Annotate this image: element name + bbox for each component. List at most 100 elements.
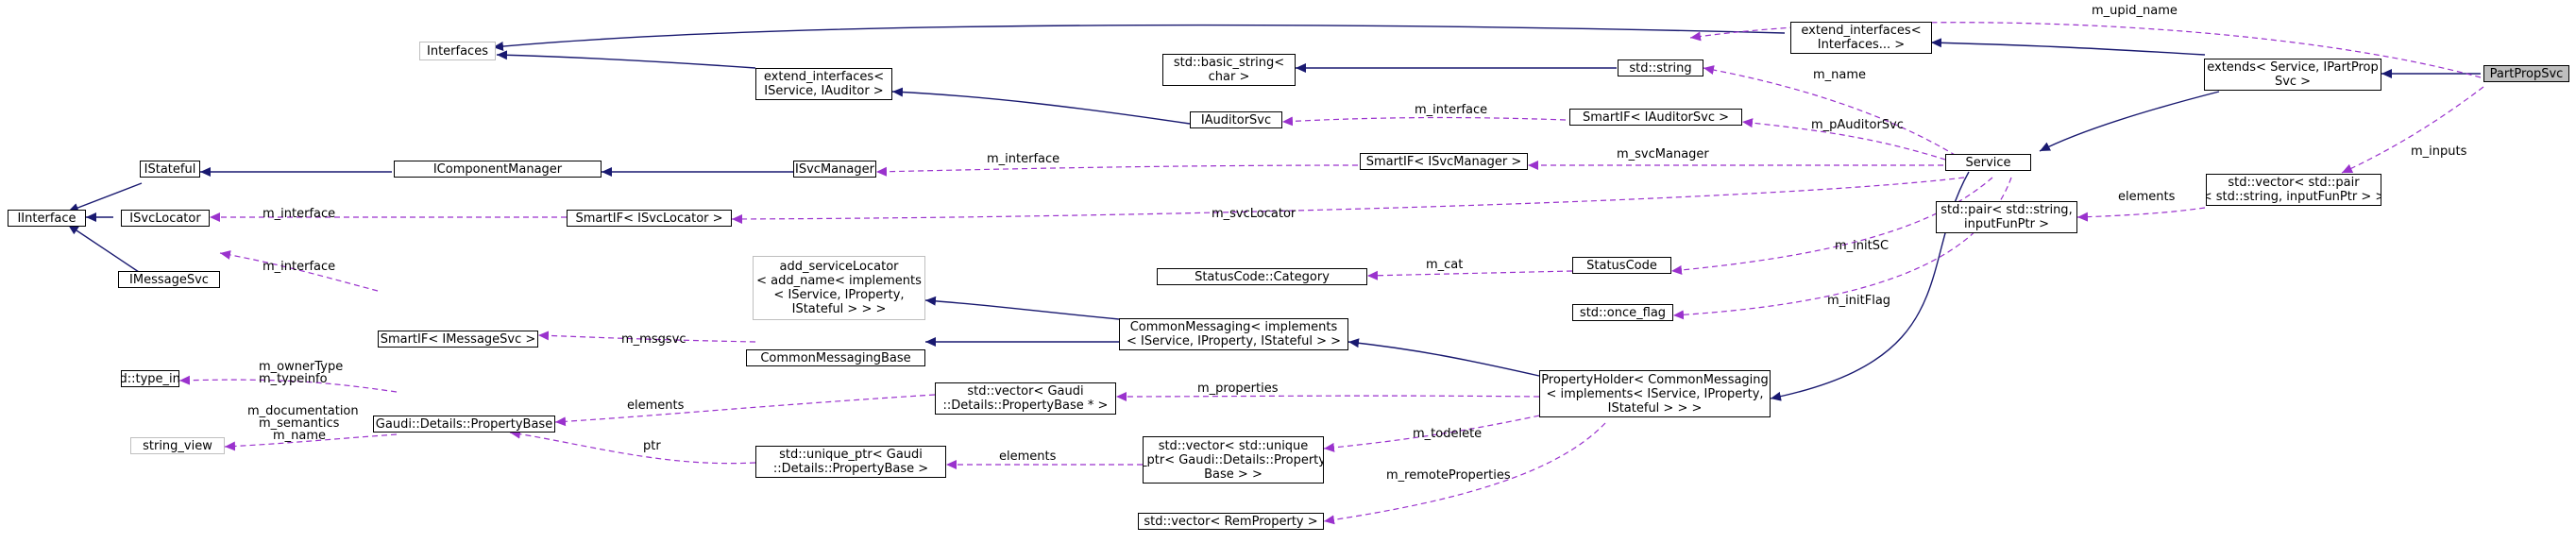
node-label-line: ::Details::PropertyBase > xyxy=(772,462,929,476)
node-label-line: < IService, IProperty, xyxy=(773,288,905,302)
edge-m-todelete xyxy=(1323,413,1550,452)
node-iauditorsvc[interactable]: IAuditorSvc xyxy=(1190,111,1282,128)
edge-elements-pb xyxy=(554,394,936,427)
edge-extends-service xyxy=(2039,91,2220,152)
node-label-line: Interfaces xyxy=(427,43,488,59)
node-label-line: IMessageSvc xyxy=(129,272,209,287)
label-m-initsc: m_initSC xyxy=(1835,239,1890,253)
node-once-flag[interactable]: std::once_flag xyxy=(1572,304,1673,321)
edge-imessagesvc-iinterface xyxy=(67,224,143,275)
node-label-line: SmartIF< IAuditorSvc > xyxy=(1582,110,1729,125)
node-isvclocator[interactable]: ISvcLocator xyxy=(121,210,210,227)
label-m-svcmanager: m_svcManager xyxy=(1617,147,1709,161)
edge-m-interface-auditor xyxy=(1281,116,1567,127)
node-label-line: SmartIF< IMessageSvc > xyxy=(380,331,536,347)
label-m-documentation: m_documentation xyxy=(247,404,359,418)
node-iinterface[interactable]: IInterface xyxy=(8,210,86,227)
node-smartif-imessagesvc[interactable]: SmartIF< IMessageSvc > xyxy=(378,331,538,348)
node-label-line: std::string xyxy=(1629,60,1692,76)
label-m-inputs: m_inputs xyxy=(2411,144,2467,159)
node-vector-pair[interactable]: std::vector< std::pair< std::string, inp… xyxy=(2206,174,2381,206)
edge-m-cat xyxy=(1366,270,1573,280)
node-partpropsvc[interactable]: PartPropSvc xyxy=(2483,65,2569,82)
node-istateful[interactable]: IStateful xyxy=(140,161,200,178)
node-label-line: std::vector< std::unique xyxy=(1158,438,1309,453)
node-statuscode-category[interactable]: StatusCode::Category xyxy=(1157,268,1367,285)
node-pair[interactable]: std::pair< std::string,inputFunPtr > xyxy=(1936,201,2077,233)
node-type-info[interactable]: std::type_info xyxy=(121,370,179,387)
node-propertybase[interactable]: Gaudi::Details::PropertyBase xyxy=(373,416,555,433)
usage-edges xyxy=(178,22,2484,525)
node-label-line: PropertyHolder< CommonMessaging xyxy=(1541,372,1769,387)
node-propertyholder[interactable]: PropertyHolder< CommonMessaging< impleme… xyxy=(1539,370,1771,417)
node-isvcmanager[interactable]: ISvcManager xyxy=(793,161,876,178)
edge-m-msgsvc xyxy=(537,331,756,343)
label-m-name-pb: m_name xyxy=(273,429,327,443)
node-label-line: extends< Service, IPartProp xyxy=(2207,60,2379,75)
node-service[interactable]: Service xyxy=(1945,154,2031,171)
node-label-line: std::once_flag xyxy=(1579,305,1667,320)
node-vector-remproperty[interactable]: std::vector< RemProperty > xyxy=(1138,513,1324,530)
node-statuscode[interactable]: StatusCode xyxy=(1572,257,1671,274)
node-label-line: add_serviceLocator xyxy=(779,260,899,274)
node-label-line: inputFunPtr > xyxy=(1964,217,2049,231)
node-interfaces[interactable]: Interfaces xyxy=(419,42,496,60)
node-label-line: SmartIF< ISvcManager > xyxy=(1365,154,1522,169)
node-label-line: std::pair< std::string, xyxy=(1940,203,2073,217)
edge-inputs xyxy=(2341,86,2484,174)
edge-ptr xyxy=(509,429,756,465)
node-commonmessaging[interactable]: CommonMessaging< implements< IService, I… xyxy=(1119,318,1348,350)
edge-m-interface-svcmanager xyxy=(875,164,1359,177)
label-elements-unique: elements xyxy=(999,450,1057,464)
label-m-interface-auditor: m_interface xyxy=(1415,103,1488,117)
edge-extisvc-interfaces xyxy=(496,50,756,69)
node-label-line: char > xyxy=(1208,70,1250,84)
node-smartif-isvcmanager[interactable]: SmartIF< ISvcManager > xyxy=(1360,153,1528,170)
node-label-line: std::vector< Gaudi xyxy=(967,384,1084,399)
node-label-line: IInterface xyxy=(17,211,76,226)
node-label-line: std::type_info xyxy=(122,371,179,386)
node-commonmessagingbase[interactable]: CommonMessagingBase xyxy=(746,349,925,366)
node-label-line: PartPropSvc xyxy=(2489,66,2564,81)
node-smartif-isvclocator[interactable]: SmartIF< ISvcLocator > xyxy=(567,210,732,227)
node-unique-ptr-propertybase[interactable]: std::unique_ptr< Gaudi::Details::Propert… xyxy=(755,446,946,478)
node-label-line: < implements< IService, IProperty, xyxy=(1546,386,1764,401)
label-ptr: ptr xyxy=(643,439,661,453)
label-m-typeinfo: m_typeinfo xyxy=(259,372,328,386)
node-extend-interfaces-variadic[interactable]: extend_interfaces<Interfaces... > xyxy=(1790,22,1932,54)
node-basic-string[interactable]: std::basic_string<char > xyxy=(1162,54,1296,86)
node-label-line: IAuditorSvc xyxy=(1200,112,1272,127)
node-string-view[interactable]: string_view xyxy=(130,437,225,454)
label-m-pauditorsvc: m_pAuditorSvc xyxy=(1811,118,1904,132)
label-m-svclocator: m_svcLocator xyxy=(1212,207,1296,221)
label-m-todelete: m_todelete xyxy=(1413,427,1483,441)
node-imessagesvc[interactable]: IMessageSvc xyxy=(118,271,220,288)
node-vector-unique-ptr[interactable]: std::vector< std::unique_ptr< Gaudi::Det… xyxy=(1143,436,1324,484)
label-elements-pair: elements xyxy=(2118,190,2176,204)
node-label-line: Gaudi::Details::PropertyBase xyxy=(375,416,553,432)
node-label-line: IStateful > > > xyxy=(791,302,887,316)
edge-m-name xyxy=(1703,65,1965,161)
node-label-line: IStateful xyxy=(144,161,196,177)
edge-m-properties xyxy=(1115,391,1540,401)
node-label-line: Base > > xyxy=(1204,467,1263,482)
node-label-line: StatusCode xyxy=(1586,258,1657,273)
edge-propertyholder-commonmessaging xyxy=(1347,338,1540,377)
node-smartif-iauditorsvc[interactable]: SmartIF< IAuditorSvc > xyxy=(1569,109,1742,126)
node-icomponentmanager[interactable]: IComponentManager xyxy=(394,161,602,178)
edge-m-documentation xyxy=(224,433,398,451)
node-label-line: IService, IAuditor > xyxy=(764,84,884,98)
label-elements-propertybase: elements xyxy=(627,399,685,413)
label-m-interface-svclocator: m_interface xyxy=(263,207,336,221)
node-label-line: _ptr< Gaudi::Details::Property xyxy=(1143,452,1324,467)
node-label-line: SmartIF< ISvcLocator > xyxy=(575,211,723,226)
node-extend-interfaces-isvc[interactable]: extend_interfaces<IService, IAuditor > xyxy=(755,68,892,100)
node-label-line: StatusCode::Category xyxy=(1195,269,1330,284)
node-label-line: < std::string, inputFunPtr > > xyxy=(2206,190,2381,204)
label-m-name: m_name xyxy=(1813,68,1867,82)
node-add-servicelocator[interactable]: add_serviceLocator< add_name< implements… xyxy=(753,256,925,320)
node-std-string[interactable]: std::string xyxy=(1618,59,1703,76)
edge-m-svclocator xyxy=(731,177,1965,224)
node-vector-propertybase-ptr[interactable]: std::vector< Gaudi::Details::PropertyBas… xyxy=(935,382,1116,415)
